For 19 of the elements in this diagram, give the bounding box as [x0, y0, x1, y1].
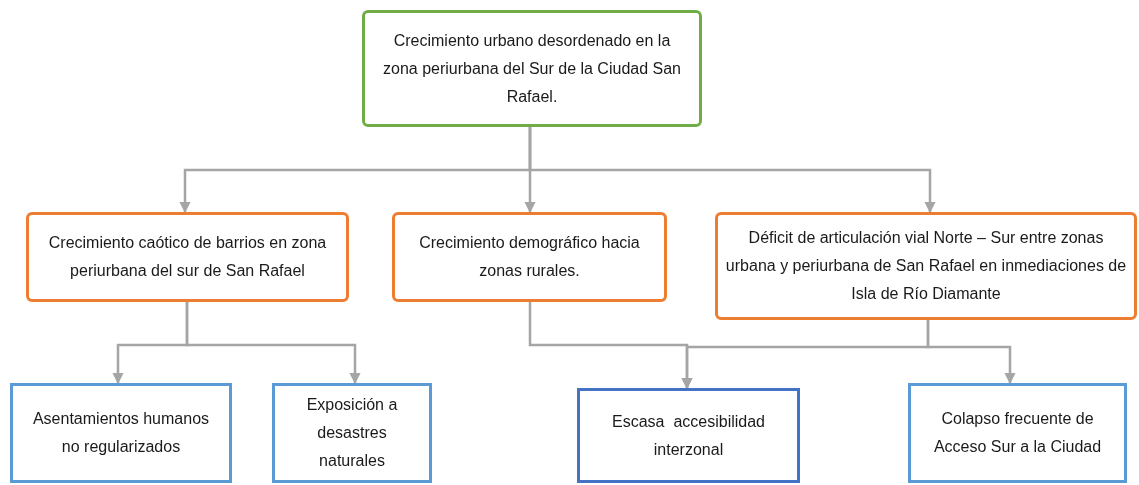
text-box: [577, 388, 800, 483]
box-text: Asentamientos humanos no regularizados: [31, 409, 211, 457]
text-box: [908, 383, 1127, 483]
box-text: Crecimiento demográfico hacia zonas rurales.: [418, 233, 641, 281]
text-box: [26, 212, 349, 302]
box-text: Escasa accesibilidad interzonal: [611, 411, 766, 460]
connector-arrow: [185, 302, 361, 385]
text-box: [392, 212, 667, 302]
text-box: [715, 212, 1137, 320]
connector-arrow: [926, 320, 1016, 385]
text-box: [272, 383, 432, 483]
box-text: Déficit de articulación vial Norte – Sur entre zonas urbana y periurbana de San Rafael en inmediaciones de Isla de Río Diamante: [724, 228, 1128, 304]
box-text: Colapso frecuente de Acceso Sur a la Ciudad: [932, 409, 1103, 457]
box-text: Crecimiento urbano desordenado en la zona periurbana del Sur de la Ciudad San Rafael.: [382, 30, 682, 107]
text-box: [362, 10, 702, 127]
text-box: [10, 383, 232, 483]
box-text: Crecimiento caótico de barrios en zona periurbana del sur de San Rafael: [47, 233, 328, 281]
box-text: Exposición a desastres naturales: [305, 395, 399, 471]
connector-arrow: [528, 127, 936, 214]
